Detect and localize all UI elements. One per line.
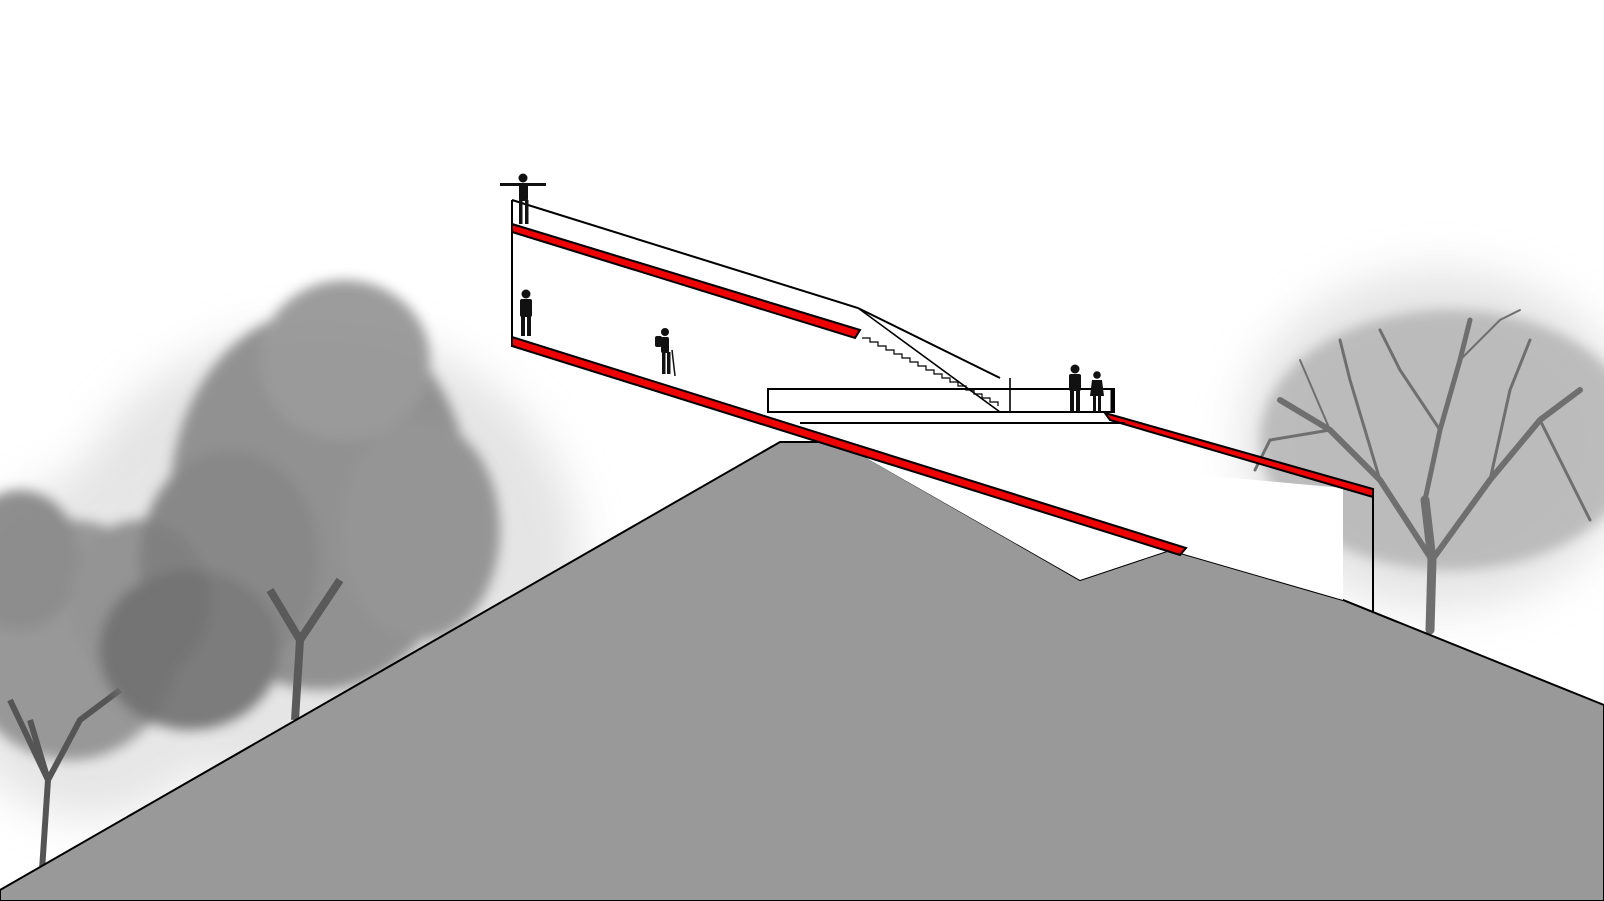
upper-floor-slab — [511, 222, 862, 340]
figure-pair-deck — [1069, 364, 1104, 412]
figure-arms-out-roof — [500, 173, 546, 224]
figure-standing-upper — [520, 289, 532, 336]
figure-hiker — [655, 328, 676, 377]
right-tree — [1253, 309, 1604, 635]
structure — [511, 199, 1374, 612]
lower-floor-slab — [511, 335, 1188, 557]
stair — [857, 307, 1011, 413]
left-tree-large — [100, 280, 500, 730]
viewing-deck — [767, 388, 1115, 413]
roof-line — [511, 199, 1001, 379]
